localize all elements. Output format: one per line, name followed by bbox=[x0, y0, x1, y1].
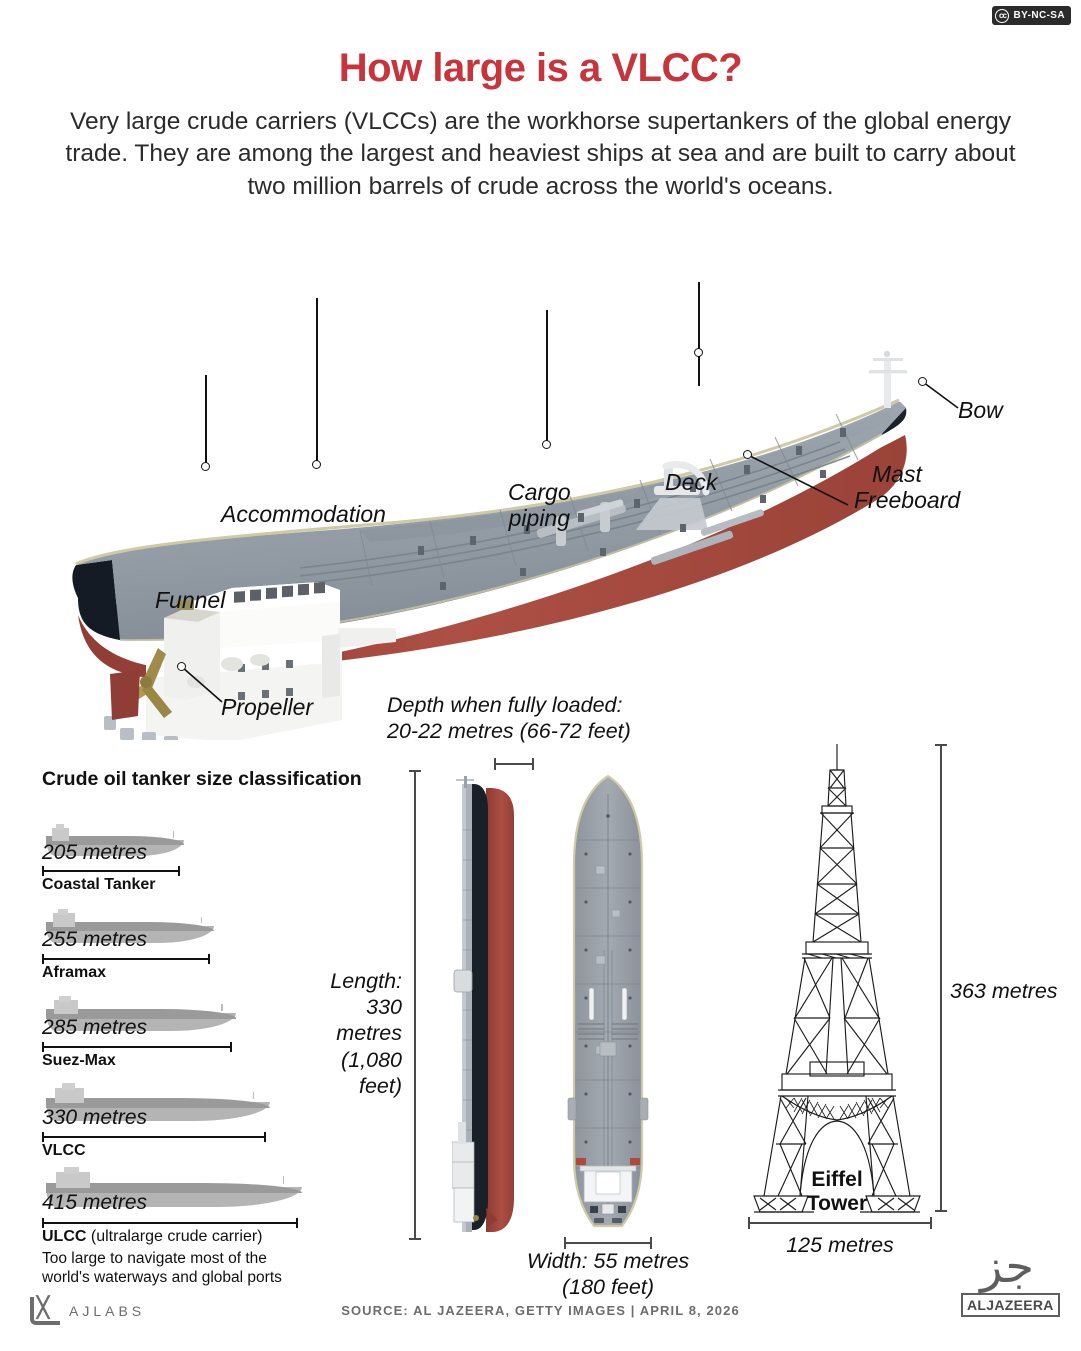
classification-name-text: Coastal Tanker bbox=[42, 876, 156, 893]
deck-gunwale bbox=[75, 398, 900, 566]
ajlabs-chart-icon: ╳ bbox=[30, 1297, 60, 1325]
classification-row-vlcc: 330 metres VLCC bbox=[42, 1083, 362, 1160]
leader-cargo-piping bbox=[546, 310, 548, 444]
midship-cranes bbox=[578, 987, 638, 1057]
label-freeboard: Freeboard bbox=[854, 487, 961, 513]
classification-scale-bar bbox=[42, 954, 210, 963]
classification-scale-bar bbox=[42, 1042, 232, 1051]
page-title: How large is a VLCC? bbox=[338, 46, 743, 90]
label-accommodation: Accommodation bbox=[221, 501, 386, 527]
classification-name: ULCC (ultralarge crude carrier) bbox=[42, 1228, 263, 1246]
al-jazeera-wordmark: ALJAZEERA bbox=[961, 1292, 1060, 1317]
length-dimension-bar bbox=[410, 770, 420, 1240]
classification-name-text: Aframax bbox=[42, 964, 107, 981]
page-subtitle: Very large crude carriers (VLCCs) are th… bbox=[65, 108, 1016, 200]
classification-name-text: ULCC bbox=[42, 1228, 87, 1245]
classification-name: Suez-Max bbox=[42, 1052, 116, 1070]
classification-row-suez-max: 285 metres Suez-Max bbox=[42, 995, 342, 1070]
eiffel-width-caption: 125 metres bbox=[786, 1233, 894, 1257]
classification-row-coastal-tanker: 205 metres Coastal Tanker bbox=[42, 824, 342, 898]
dot-funnel bbox=[201, 462, 210, 471]
ajlabs-logo: ╳ AJLABS bbox=[30, 1297, 145, 1325]
width-caption: Width: 55 metres (180 feet) bbox=[526, 1249, 690, 1300]
label-mast: Mast bbox=[872, 461, 922, 487]
dot-bow bbox=[918, 377, 927, 386]
bow-mast bbox=[869, 350, 907, 408]
classification-name: Aframax bbox=[42, 964, 106, 982]
tanker-silhouette bbox=[46, 908, 214, 943]
dot-deck bbox=[694, 348, 703, 357]
classification-heading: Crude oil tanker size classification bbox=[42, 768, 362, 790]
depth-dimension-bar bbox=[494, 759, 534, 769]
classification-length: 415 metres bbox=[42, 1191, 148, 1214]
vlcc-top-view bbox=[567, 774, 649, 1228]
eiffel-height-dimension-bar bbox=[936, 744, 946, 1212]
creative-commons-badge: cc BY-NC-SA bbox=[992, 6, 1071, 25]
classification-name: VLCC bbox=[42, 1142, 86, 1160]
classification-length: 255 metres bbox=[42, 928, 148, 951]
label-bow: Bow bbox=[958, 397, 1003, 423]
tanker-silhouette bbox=[46, 1083, 270, 1121]
stern-transom bbox=[72, 560, 120, 640]
ajlabs-label: AJLABS bbox=[69, 1303, 146, 1319]
leader-deck bbox=[698, 282, 700, 386]
classification-name-note: (ultralarge crude carrier) bbox=[86, 1228, 263, 1245]
midship-gantry bbox=[636, 461, 710, 530]
classification-length: 330 metres bbox=[42, 1106, 148, 1129]
al-jazeera-calligraphy-icon: جز bbox=[980, 1239, 1034, 1293]
classification-row-aframax: 255 metres Aframax bbox=[42, 908, 342, 983]
vlcc-illustration: Funnel Accommodation Cargo piping Deck M… bbox=[0, 230, 1081, 740]
classification-name-text: Suez-Max bbox=[42, 1052, 116, 1069]
cc-icon: cc bbox=[995, 8, 1010, 23]
dot-accommodation bbox=[312, 460, 321, 469]
forward-gantry bbox=[650, 509, 764, 565]
deck-plating bbox=[360, 407, 893, 542]
width-dimension-bar bbox=[564, 1238, 652, 1248]
classification-row-ulcc: 415 metres ULCC (ultralarge crude carrie… bbox=[42, 1167, 382, 1286]
classification-scale-bar bbox=[42, 866, 180, 875]
label-cargo-piping: Cargo piping bbox=[508, 479, 571, 531]
rudder bbox=[110, 670, 140, 720]
eiffel-tower-label: Eiffel Tower bbox=[806, 1168, 868, 1215]
eiffel-width-dimension-bar bbox=[748, 1218, 932, 1228]
source-credit: SOURCE: AL JAZEERA, GETTY IMAGES | APRIL… bbox=[341, 1303, 740, 1318]
leader-funnel bbox=[205, 375, 207, 465]
classification-scale-bar bbox=[42, 1132, 266, 1141]
classification-name-text: VLCC bbox=[42, 1142, 86, 1159]
leader-accommodation bbox=[316, 298, 318, 464]
classification-length: 285 metres bbox=[42, 1016, 148, 1039]
label-funnel: Funnel bbox=[155, 587, 226, 613]
cc-terms-label: BY-NC-SA bbox=[1013, 10, 1065, 21]
tanker-silhouette bbox=[46, 995, 236, 1031]
dot-propeller bbox=[177, 662, 186, 671]
vlcc-side-view bbox=[452, 776, 514, 1232]
eiffel-height-caption: 363 metres bbox=[950, 979, 1058, 1003]
classification-length: 205 metres bbox=[42, 841, 148, 864]
classification-scale-bar bbox=[42, 1218, 298, 1227]
label-propeller: Propeller bbox=[221, 694, 314, 720]
al-jazeera-logo: جز ALJAZEERA bbox=[961, 1239, 1060, 1317]
hull-underwater bbox=[78, 435, 907, 679]
classification-name: Coastal Tanker bbox=[42, 876, 156, 894]
classification-description: Too large to navigate most of the world'… bbox=[42, 1250, 282, 1286]
tanker-silhouette bbox=[46, 1167, 302, 1207]
dot-cargo-piping bbox=[542, 440, 551, 449]
dot-freeboard bbox=[743, 450, 752, 459]
tanker-silhouette bbox=[46, 824, 184, 856]
eiffel-tower-drawing bbox=[753, 744, 921, 1213]
label-deck: Deck bbox=[665, 469, 718, 495]
